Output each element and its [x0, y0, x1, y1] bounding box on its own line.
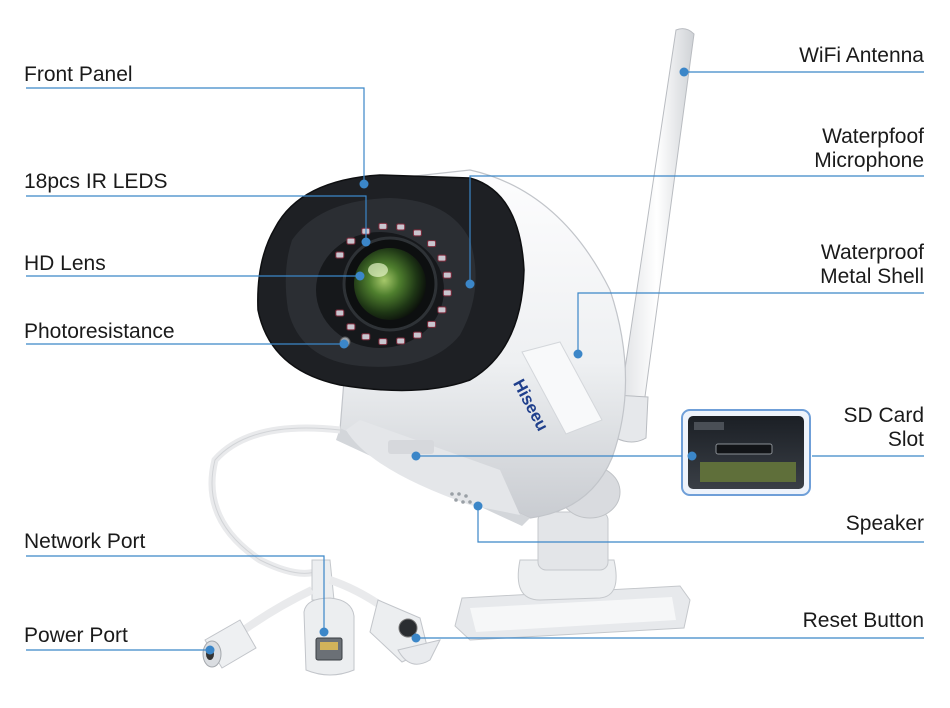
dot-sd-card-inset	[687, 451, 697, 461]
dot-front-panel	[359, 179, 369, 189]
dot-speaker	[473, 501, 483, 511]
label-speaker: Speaker	[845, 512, 924, 535]
label-network-port: Network Port	[24, 530, 146, 553]
label-shell-line1: Waterproof	[820, 241, 924, 264]
label-microphone-line2: Microphone	[814, 149, 924, 172]
wifi-antenna-icon	[613, 28, 695, 443]
label-sd-line2: Slot	[887, 428, 924, 451]
dot-metal-shell	[573, 349, 583, 359]
dot-microphone	[465, 279, 475, 289]
ir-led-icon	[412, 331, 422, 339]
dot-reset-button	[411, 633, 421, 643]
ir-led-icon	[346, 323, 356, 331]
dot-sd-card-slot	[411, 451, 421, 461]
leader-metal-shell	[577, 292, 924, 354]
ir-led-icon	[427, 320, 437, 328]
ir-led-icon	[412, 229, 422, 237]
label-microphone-line1: Waterpfoof	[822, 125, 924, 148]
leader-microphone	[469, 175, 924, 284]
ir-led-icon	[361, 333, 371, 341]
sd-card-inset	[681, 409, 811, 496]
ir-led-icon	[335, 251, 345, 259]
ir-led-icon	[378, 222, 388, 230]
label-sd-line1: SD Card	[843, 404, 924, 427]
label-hd-lens: HD Lens	[24, 252, 106, 275]
leader-speaker	[477, 506, 924, 543]
dot-ir-leds	[361, 237, 371, 247]
label-power-port: Power Port	[24, 624, 128, 647]
ir-led-icon	[437, 254, 447, 262]
ir-led-icon	[346, 237, 356, 245]
speaker-grill	[450, 492, 472, 504]
leader-lines	[26, 67, 924, 655]
cable-harness	[208, 424, 393, 644]
dot-photoresistance	[339, 339, 349, 349]
dot-hd-lens	[355, 271, 365, 281]
ir-led-icon	[427, 240, 437, 248]
label-photoresistance: Photoresistance	[24, 320, 175, 343]
dot-network-port	[319, 627, 329, 637]
label-wifi-antenna: WiFi Antenna	[799, 44, 924, 67]
dot-power-port	[205, 645, 215, 655]
leader-network-port	[26, 555, 325, 632]
ir-led-icon	[442, 271, 452, 279]
reset-connector	[369, 599, 441, 665]
ir-led-icon	[396, 223, 406, 231]
leader-front-panel	[26, 87, 365, 184]
ethernet-port-icon	[303, 597, 355, 676]
label-ir-leds: 18pcs IR LEDS	[24, 170, 168, 193]
ir-led-icon	[378, 338, 388, 346]
ir-led-icon	[442, 289, 452, 297]
leader-ir-leds	[26, 195, 367, 242]
ir-led-icon	[437, 306, 447, 314]
ir-led-icon	[396, 337, 406, 345]
ir-led-icon	[335, 309, 345, 317]
ir-led-ring	[335, 222, 452, 346]
label-shell-line2: Metal Shell	[820, 265, 924, 288]
dot-wifi-antenna	[679, 67, 689, 77]
label-reset-button: Reset Button	[802, 609, 924, 632]
camera-lens-icon	[342, 236, 438, 332]
label-front-panel: Front Panel	[24, 63, 133, 86]
